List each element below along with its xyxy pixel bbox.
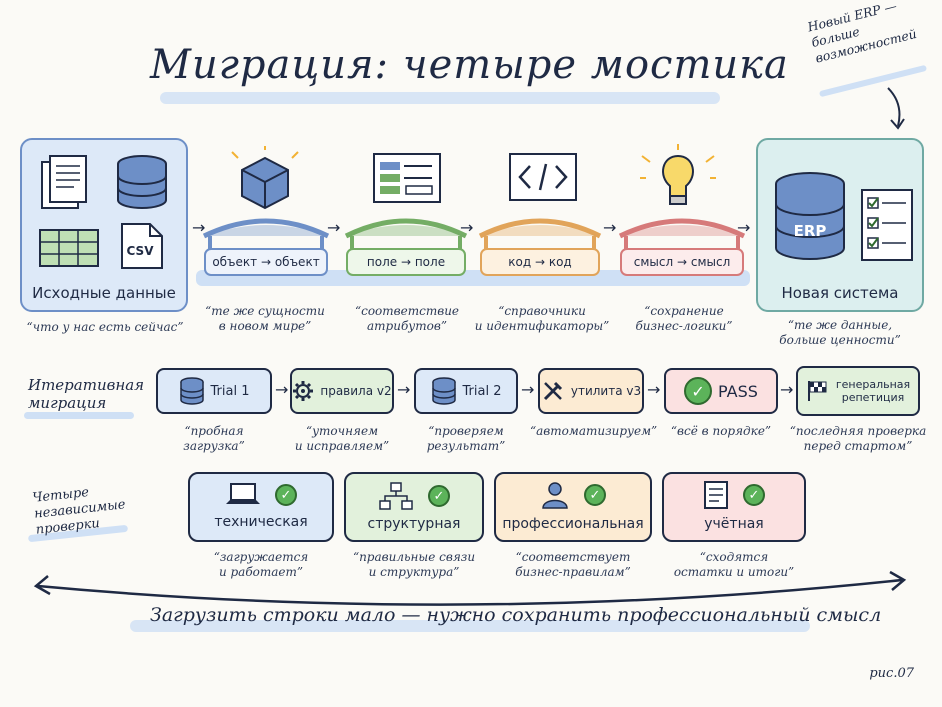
check-professional: ✓ профессиональная xyxy=(494,472,652,542)
cube-icon xyxy=(231,146,299,210)
iteration-quote-5: “всё в порядке” xyxy=(670,424,772,438)
check-icon: ✓ xyxy=(743,484,765,506)
iteration-trial-2: Trial 2 xyxy=(414,368,518,414)
lightbulb-icon xyxy=(640,144,716,205)
check-icon: ✓ xyxy=(684,377,713,405)
target-quote: “те же данные,больше ценности” xyxy=(779,318,901,347)
checklist-icon xyxy=(861,189,913,261)
erp-database-icon xyxy=(775,172,845,260)
arrow-right: → xyxy=(275,380,289,399)
arrow-right: → xyxy=(192,218,206,237)
iter-label-highlight xyxy=(24,412,134,419)
bottom-highlight xyxy=(130,620,810,632)
water xyxy=(196,270,750,286)
source-quote: “что у нас есть сейчас” xyxy=(26,320,184,334)
check-label: учётная xyxy=(704,516,764,532)
csv-label: CSV xyxy=(126,244,154,258)
documents-icon xyxy=(41,155,87,209)
source-label: Исходные данные xyxy=(32,284,176,302)
span-arrow xyxy=(33,570,907,606)
page-title: Миграция: четыре мостика xyxy=(150,42,789,88)
csv-file-icon xyxy=(121,223,163,269)
arrow-right: → xyxy=(397,380,411,399)
arrow-right: → xyxy=(521,380,535,399)
ledger-document-icon xyxy=(704,481,728,509)
target-label: Новая система xyxy=(781,284,899,302)
gear-icon xyxy=(293,381,314,401)
target-icons xyxy=(775,172,913,261)
database-icon xyxy=(179,377,204,405)
iteration-label: правила v2 xyxy=(320,384,392,398)
check-label: профессиональная xyxy=(502,516,644,532)
erp-note-arrow xyxy=(887,87,905,130)
tools-icon xyxy=(543,381,562,401)
source-icons xyxy=(39,155,167,269)
arrow-right: → xyxy=(780,380,794,399)
bottom-statement: Загрузить строки мало — нужно сохранить … xyxy=(150,604,882,626)
check-technical: ✓ техническая xyxy=(188,472,334,542)
bridge-label-meaning: смысл → смысл xyxy=(620,248,744,276)
check-label: структурная xyxy=(367,516,461,532)
source-box: CSV Исходные данные xyxy=(20,138,188,312)
user-icon xyxy=(542,482,568,509)
iteration-label: Trial 1 xyxy=(210,383,250,399)
iteration-label: Trial 2 xyxy=(462,383,502,399)
check-icon: ✓ xyxy=(428,485,450,507)
iteration-trial-1: Trial 1 xyxy=(156,368,272,414)
arrow-right: → xyxy=(327,218,341,237)
laptop-icon xyxy=(226,483,260,504)
erp-label: ERP xyxy=(793,222,827,240)
arrow-right: → xyxy=(647,380,661,399)
check-accounting: ✓ учётная xyxy=(662,472,806,542)
iteration-pass: ✓ PASS xyxy=(664,368,778,414)
bridge-label-code: код → код xyxy=(480,248,600,276)
iteration-label: утилита v3 xyxy=(570,384,642,398)
form-icon xyxy=(373,153,441,203)
database-icon xyxy=(431,377,456,405)
bridge-label-object: объект → объект xyxy=(204,248,328,276)
iteration-rules-v2: правила v2 xyxy=(290,368,394,414)
spreadsheet-icon xyxy=(39,229,99,267)
check-icon: ✓ xyxy=(584,484,606,506)
iteration-quote-4: “автоматизируем” xyxy=(530,424,658,438)
iteration-utility-v3: утилита v3 xyxy=(538,368,644,414)
title-highlight xyxy=(160,92,720,104)
iteration-label: PASS xyxy=(718,381,758,401)
bridge-label-field: поле → поле xyxy=(346,248,466,276)
hierarchy-icon xyxy=(379,482,413,510)
target-box: ERP Новая система xyxy=(756,138,924,312)
arrow-right: → xyxy=(603,218,617,237)
code-icon xyxy=(509,153,577,201)
figure-number: рис.07 xyxy=(869,666,914,681)
check-structural: ✓ структурная xyxy=(344,472,484,542)
database-icon xyxy=(117,155,167,209)
check-icon: ✓ xyxy=(275,484,297,506)
check-label: техническая xyxy=(214,514,308,530)
checkered-flag-icon xyxy=(807,381,827,401)
